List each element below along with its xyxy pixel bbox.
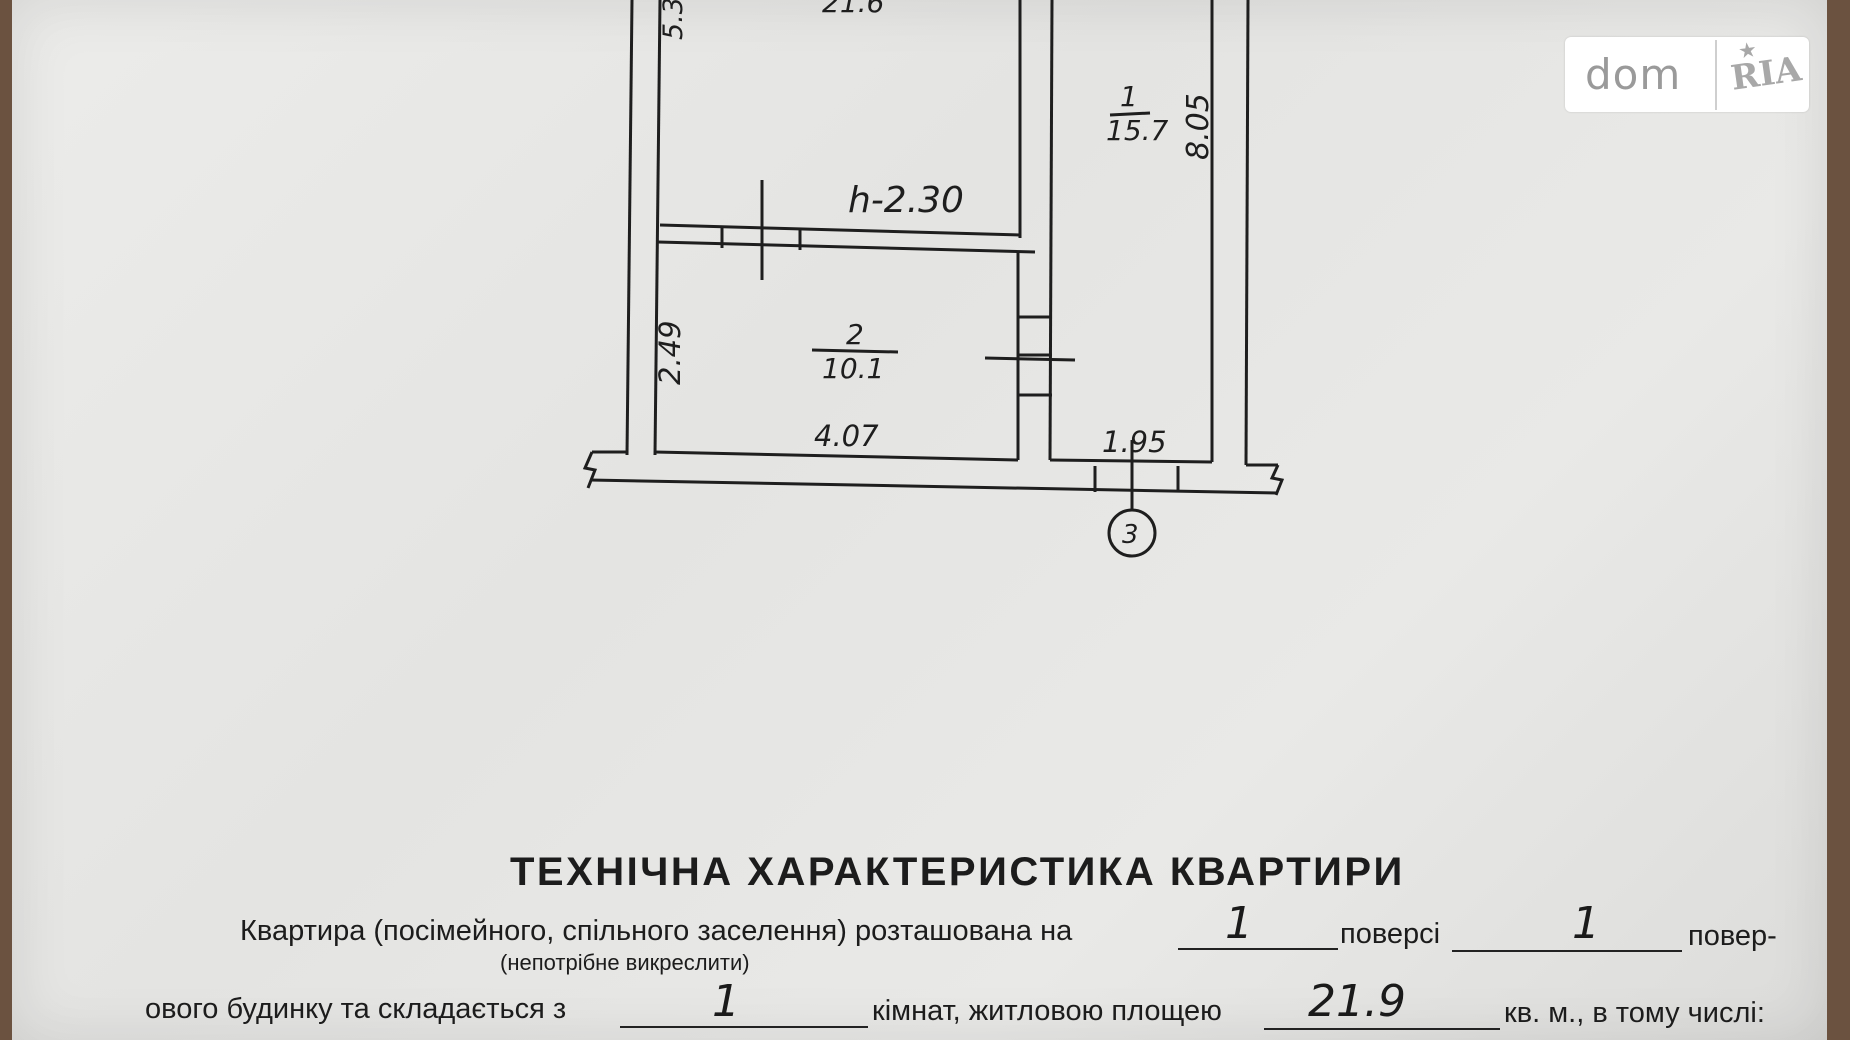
document-title: ТЕХНІЧНА ХАРАКТЕРИСТИКА КВАРТИРИ	[510, 850, 1405, 894]
axis-marker-circle	[1107, 508, 1157, 558]
top-partial-area: 21.6	[822, 0, 884, 19]
break-mark-right	[1269, 464, 1285, 496]
room2-number: 2	[846, 318, 864, 351]
outer-wall-right	[1244, 0, 1250, 466]
room2-fraction-bar	[811, 348, 899, 354]
outer-wall-left-outer	[625, 0, 634, 456]
dim-room2-length: 4.07	[814, 419, 879, 453]
line2-text-a: ового будинку та складається з	[145, 993, 567, 1025]
door2-tick	[984, 356, 1076, 362]
line2-blank-rooms	[620, 1026, 868, 1028]
logo-dom-text: dom	[1585, 50, 1682, 99]
room1-area: 15.7	[1106, 114, 1169, 147]
partition-top	[659, 223, 1021, 237]
document-sheet	[12, 0, 1827, 1040]
handwritten-floor: 1	[1225, 898, 1253, 949]
room2-bottom-inner	[654, 450, 1019, 462]
logo-star-icon: ★	[1738, 38, 1758, 62]
handwritten-floors-total: 1	[1572, 898, 1600, 949]
line1-text-b: поверсі	[1340, 918, 1441, 950]
dim-room1-width: 1.95	[1102, 425, 1167, 459]
logo-ria-text: ★ RIA	[1715, 39, 1803, 100]
line2-text-b: кімнат, житловою площею	[872, 995, 1222, 1027]
line1-blank-floor	[1178, 948, 1338, 950]
ceiling-height: h-2.30	[848, 180, 964, 221]
line2-text-c: кв. м., в тому числі:	[1504, 997, 1765, 1029]
floor-plan: 21.6 5.3 1 15.7 8.05 h-2.30 2 10.1 2.49 …	[582, 0, 1285, 558]
break-mark-left	[582, 451, 598, 489]
line1-text-c: повер-	[1688, 920, 1777, 952]
middle-wall-right	[1048, 0, 1054, 461]
line1-blank-floors-total	[1452, 950, 1682, 952]
handwritten-rooms: 1	[712, 976, 740, 1027]
outer-wall-left-inner	[653, 0, 662, 456]
logo-divider	[1715, 39, 1717, 110]
outer-wall-bottom	[589, 478, 1279, 495]
room2-area: 10.1	[822, 352, 884, 385]
room1-fraction-bar	[1109, 111, 1151, 117]
line2-blank-living-area	[1264, 1028, 1500, 1030]
axis-marker-label: 3	[1122, 520, 1139, 550]
dim-top-left-side: 5.3	[658, 0, 689, 40]
dom-ria-logo: dom ★ RIA	[1565, 37, 1809, 112]
partition-bottom	[657, 240, 1036, 254]
handwritten-living-area: 21.9	[1308, 976, 1406, 1027]
dim-room1-length: 8.05	[1181, 93, 1216, 160]
dim-room2-width: 2.49	[653, 320, 687, 385]
line1-hint: (непотрібне викреслити)	[500, 950, 750, 975]
line1-text-a: Квартира (посімейного, спільного заселен…	[240, 915, 1073, 947]
room1-number: 1	[1120, 80, 1138, 113]
